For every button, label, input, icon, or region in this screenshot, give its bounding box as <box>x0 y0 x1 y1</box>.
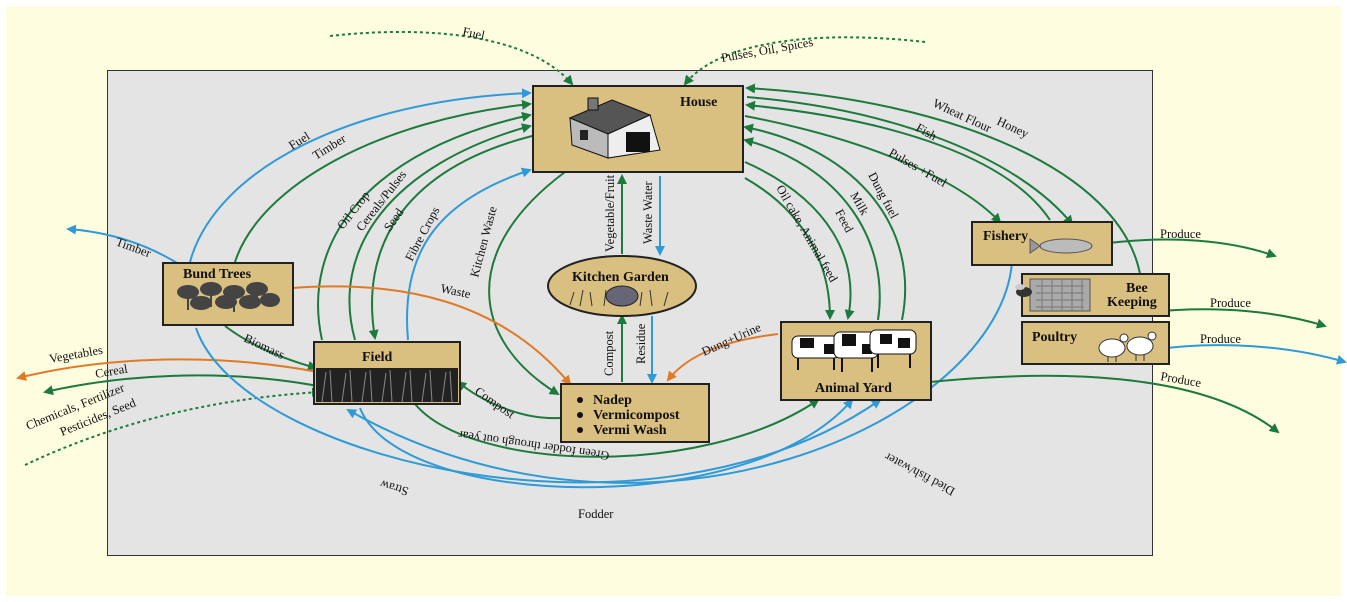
label-compost-field: Compost <box>472 384 517 422</box>
produce-fishery-arrow <box>1099 238 1277 259</box>
vermi-wash-label: Vermi Wash <box>593 423 667 438</box>
label-biomass: Biomass <box>242 331 287 362</box>
label-fuel-in: Fuel <box>461 24 486 42</box>
fishery-label: Fishery <box>983 229 1028 244</box>
label-cereal: Cereal <box>94 361 129 381</box>
milk-arrow <box>743 137 881 321</box>
vegetables-arrow <box>16 358 319 381</box>
bee-keeping-node: Bee Keeping <box>1015 273 1170 317</box>
fishery-node: Fishery <box>971 221 1113 266</box>
label-fodder: Fodder <box>578 507 614 521</box>
label-wheat-flour: Wheat Flour <box>931 96 995 136</box>
produce-bee-arrow <box>1149 308 1327 329</box>
bee-icon <box>1015 284 1032 297</box>
house-node: House <box>532 85 744 173</box>
field-label: Field <box>362 350 393 365</box>
house-icon <box>568 97 661 159</box>
fodder-arrow <box>195 327 882 484</box>
seed-arrow <box>368 135 533 340</box>
label-residue: Residue <box>634 323 648 364</box>
label-honey: Honey <box>995 114 1032 141</box>
label-pulses-fuel: Pulses +Fuel <box>887 145 950 190</box>
label-produce-poultry: Produce <box>1200 332 1241 346</box>
label-produce-bee: Produce <box>1210 296 1251 310</box>
animal-yard-label: Animal Yard <box>815 381 892 396</box>
keeping-label: Keeping <box>1107 295 1157 310</box>
compost-node: Nadep Vermicompost Vermi Wash <box>560 383 710 443</box>
label-waste: Waste <box>439 281 472 301</box>
pulses-input-arrow <box>683 36 926 86</box>
fish-arrow <box>745 100 1051 221</box>
produce-animal-arrow <box>929 374 1280 434</box>
house-label: House <box>680 95 717 110</box>
biomass-arrow <box>224 325 318 371</box>
label-fibre-crops: Fibre Crops <box>402 204 442 263</box>
vermicompost-label: Vermicompost <box>593 408 680 423</box>
timber-out-arrow <box>66 224 186 269</box>
waste-arrow <box>291 285 572 386</box>
label-straw: Straw <box>378 477 410 498</box>
oil-cake-arrow <box>744 177 835 320</box>
bund-trees-node: Bund Trees <box>162 262 294 326</box>
label-kitchen-waste: Kitchen Waste <box>467 204 499 278</box>
crop-field-icon <box>316 368 458 402</box>
kitchen-waste-arrow <box>488 171 566 396</box>
produce-poultry-arrow <box>1149 344 1347 365</box>
kitchen-garden-label: Kitchen Garden <box>572 270 669 285</box>
animal-yard-node: Animal Yard <box>780 321 932 401</box>
hens-icon <box>1098 331 1157 362</box>
straw-arrow <box>359 398 854 489</box>
pulses-fuel-arrow <box>744 115 1002 224</box>
bund-trees-label: Bund Trees <box>183 267 252 282</box>
poultry-label: Poultry <box>1032 330 1077 345</box>
label-dried-fish: Died fish/water <box>882 449 958 498</box>
nadep-label: Nadep <box>593 393 632 408</box>
label-vegetable-fruit: Vegetable/Fruit <box>603 174 617 252</box>
chemicals-input-arrow <box>24 387 322 466</box>
oil-crop-arrow <box>317 111 532 341</box>
fuel-input-arrow <box>329 30 574 86</box>
label-oil-cake: Oil cake, Animal feed <box>773 183 840 286</box>
cereals-pulses-arrow <box>348 123 532 341</box>
dung-fuel-arrow <box>743 123 907 321</box>
fish-icon <box>1029 238 1093 254</box>
cows-icon <box>791 329 917 372</box>
dried-fish-arrow <box>346 261 1013 484</box>
label-waste-water: Waste Water <box>641 181 655 244</box>
timber-arrow <box>234 99 532 263</box>
label-timber: Timber <box>310 131 349 163</box>
label-pulses-in: Pulses, Oil, Spices <box>720 35 814 65</box>
cereal-arrow <box>43 374 319 396</box>
kitchen-garden-node: Kitchen Garden <box>547 255 697 317</box>
compost-field-arrow <box>456 380 561 420</box>
fuel-arrow <box>189 88 532 263</box>
poultry-node: Poultry <box>1021 321 1170 365</box>
label-dung-urine: Dung+Urine <box>700 320 764 359</box>
honey-arrow <box>745 83 1141 275</box>
label-timber-out: Timber <box>114 235 154 261</box>
label-produce-fishery: Produce <box>1160 227 1201 241</box>
label-compost-up: Compost <box>602 330 616 376</box>
label-produce-animal: Produce <box>1159 369 1202 390</box>
wheat-flour-arrow <box>746 96 1074 226</box>
vegetable-plants-icon <box>569 285 669 307</box>
trees-icon <box>177 282 280 312</box>
label-vegetables: Vegetables <box>48 343 104 366</box>
dung-urine-arrow <box>666 333 779 382</box>
green-fodder-arrow <box>414 398 820 458</box>
field-node: Field <box>313 341 461 405</box>
fibre-crops-arrow <box>406 167 532 341</box>
bee-label: Bee <box>1126 281 1148 296</box>
feed-arrow <box>744 161 855 320</box>
honeycomb-icon <box>1029 278 1091 312</box>
label-fuel: Fuel <box>286 129 313 153</box>
